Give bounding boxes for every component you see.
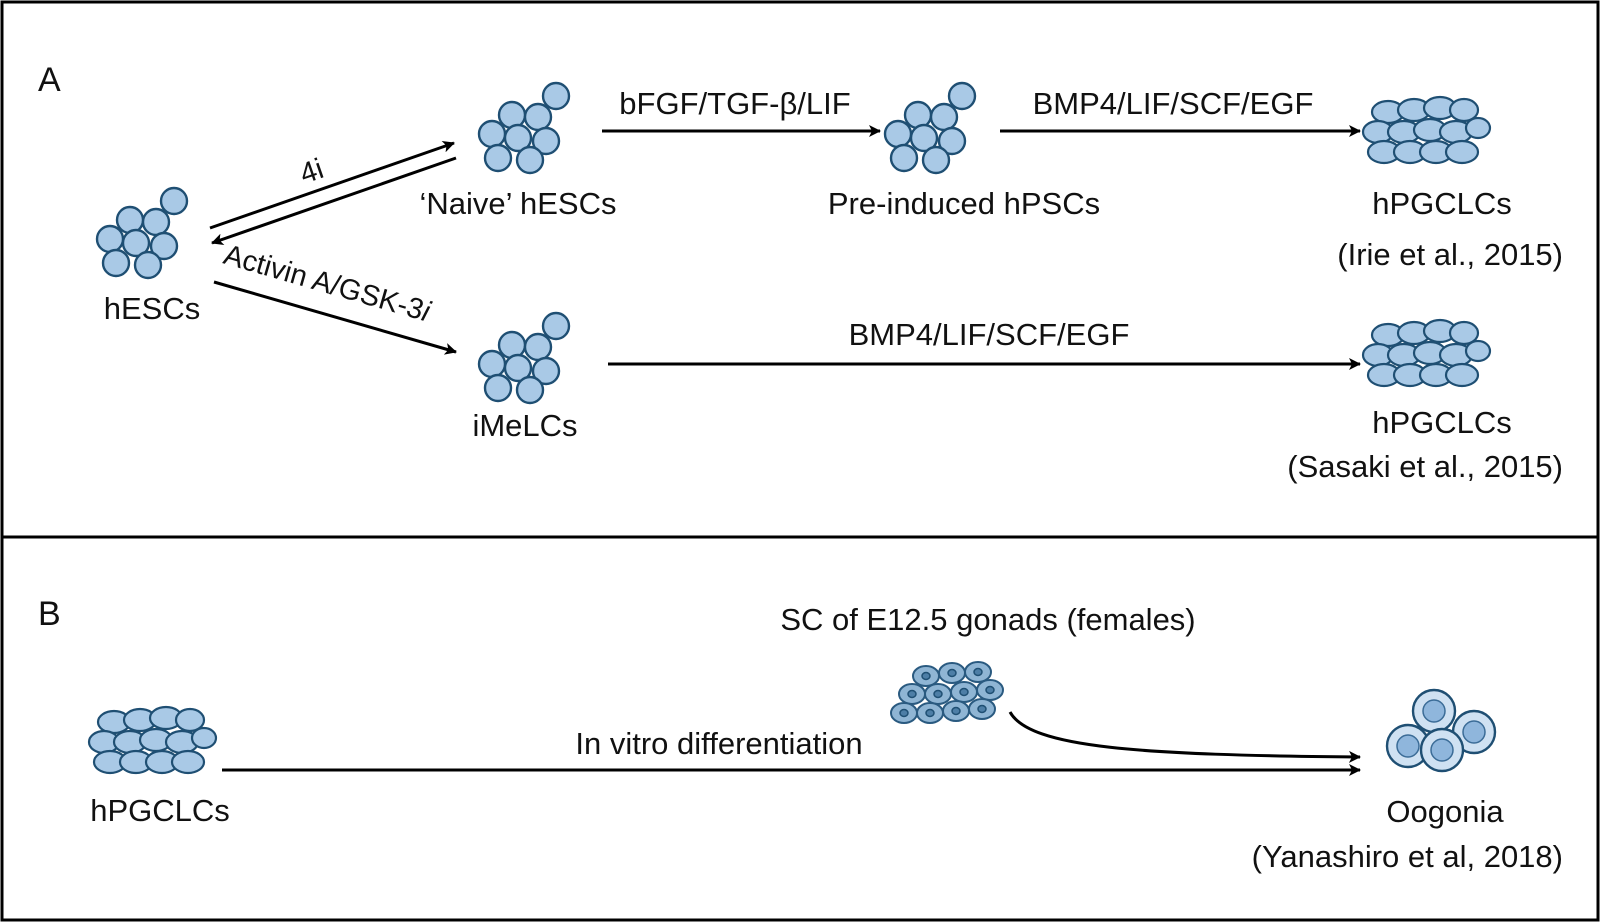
hpgclcs-b-cell-cluster [87, 705, 218, 775]
hescs-label: hESCs [104, 291, 200, 326]
irie-reference: (Irie et al., 2015) [1337, 237, 1563, 272]
arrow-hescs-to-naive [209, 140, 455, 230]
sasaki-reference: (Sasaki et al., 2015) [1287, 449, 1563, 484]
yanashiro-reference: (Yanashiro et al, 2018) [1252, 839, 1563, 874]
oogonia-cell-cluster [1385, 688, 1497, 773]
preinduced-hpscs-label: Pre-induced hPSCs [828, 186, 1100, 221]
arrow-sc-to-oogonia [1008, 711, 1361, 763]
arrow-bmp4-top-label: BMP4/LIF/SCF/EGF [1033, 86, 1314, 121]
panel-a-label: A [38, 61, 61, 99]
imelcs-label: iMeLCs [472, 408, 577, 443]
hpgclcs-b-label: hPGCLCs [90, 793, 230, 828]
arrow-hescs-to-imelcs [213, 280, 457, 355]
naive-hescs-cell-cluster [477, 81, 571, 175]
panel-b-label: B [38, 595, 61, 633]
hpgclcs-top-cell-cluster [1361, 95, 1492, 165]
hpgclcs-bottom-label: hPGCLCs [1372, 405, 1512, 440]
hescs-cell-cluster [95, 186, 189, 280]
arrow-bmp4-bottom-label: BMP4/LIF/SCF/EGF [849, 317, 1130, 352]
hpgclcs-top-label: hPGCLCs [1372, 186, 1512, 221]
sc-gonads-label: SC of E12.5 gonads (females) [780, 602, 1195, 637]
hpgclcs-bottom-cell-cluster [1361, 318, 1492, 388]
in-vitro-differentiation-label: In vitro differentiation [575, 726, 862, 761]
naive-hescs-label: ‘Naive’ hESCs [420, 186, 617, 221]
arrow-4i-label: 4i [296, 153, 328, 191]
arrow-bfgf-label: bFGF/TGF-β/LIF [619, 86, 850, 121]
preinduced-hpscs-cell-cluster [883, 81, 977, 175]
arrow-naive-to-hescs [211, 156, 457, 246]
oogonia-label: Oogonia [1386, 794, 1504, 829]
imelcs-cell-cluster [477, 311, 571, 405]
sc-gonads-cell-cluster [890, 661, 1004, 724]
